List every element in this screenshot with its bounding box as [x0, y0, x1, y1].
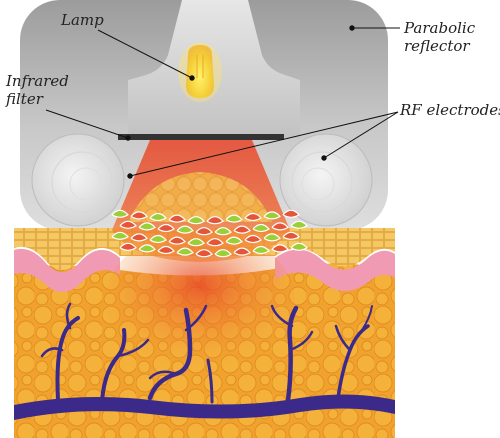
collagen-fiber — [290, 242, 308, 251]
dermis-layer-right — [275, 249, 395, 291]
reflector-label-line1: Parabolic — [404, 19, 476, 37]
collagen-fiber — [176, 225, 194, 234]
collagen-fiber — [157, 223, 175, 233]
collagen-fiber — [149, 234, 167, 244]
collagen-fiber — [168, 236, 186, 245]
lamp-label: Lamp — [61, 11, 104, 29]
collagen-fiber — [282, 209, 300, 218]
heat-zone — [105, 230, 295, 370]
filter-label-line1: Infrared — [6, 72, 69, 90]
collagen-fiber — [111, 231, 129, 240]
collagen-fiber — [233, 225, 251, 234]
rf-electrode-right — [279, 133, 373, 227]
collagen-fiber — [130, 211, 148, 220]
collagen-fiber — [195, 249, 213, 258]
reflector-label-line2: reflector — [404, 37, 470, 55]
rf-electrodes-label: RF electrodes — [400, 101, 500, 119]
dermal-dome — [128, 172, 272, 222]
collagen-fiber — [119, 242, 137, 251]
collagen-fiber — [187, 238, 205, 247]
dermis-layer — [14, 248, 120, 292]
collagen-fiber — [252, 245, 270, 255]
collagen-fiber — [271, 244, 289, 253]
collagen-fiber — [252, 223, 270, 233]
infrared-filter — [118, 134, 284, 140]
deep-vein — [14, 394, 395, 420]
leader-lines — [45, 25, 400, 179]
collagen-fiber — [244, 212, 262, 222]
collagen-fiber — [119, 220, 137, 229]
collagen-fiber — [290, 220, 308, 229]
collagen-fiber — [225, 214, 243, 223]
reflector-inner — [128, 0, 300, 138]
collagen-fiber — [271, 222, 289, 231]
collagen-fiber — [149, 212, 167, 222]
collagen-fiber — [263, 211, 281, 220]
collagen-fiber — [214, 249, 232, 258]
collagen-fiber — [244, 234, 262, 244]
collagen-fiber — [282, 231, 300, 240]
collagen-fibers — [111, 209, 308, 258]
blood-vessels — [40, 302, 373, 404]
collagen-fiber — [206, 238, 224, 247]
collagen-fiber — [176, 247, 194, 256]
collagen-fiber — [168, 214, 186, 223]
collagen-fiber — [187, 216, 205, 225]
collagen-fiber — [214, 227, 232, 236]
collagen-fiber — [263, 233, 281, 242]
collagen-fiber — [130, 233, 148, 242]
skin-cross-section — [14, 140, 395, 438]
collagen-fiber — [138, 222, 156, 231]
collagen-fiber — [206, 216, 224, 225]
collagen-fiber — [111, 209, 129, 218]
rf-electrode-left — [31, 133, 125, 227]
collagen-fiber — [225, 236, 243, 245]
filter-label-line2: filter — [6, 90, 43, 108]
lamp — [178, 42, 222, 102]
collagen-fiber — [195, 227, 213, 236]
collagen-fiber — [138, 244, 156, 253]
collagen-fiber — [233, 247, 251, 256]
collagen-fiber — [157, 245, 175, 255]
